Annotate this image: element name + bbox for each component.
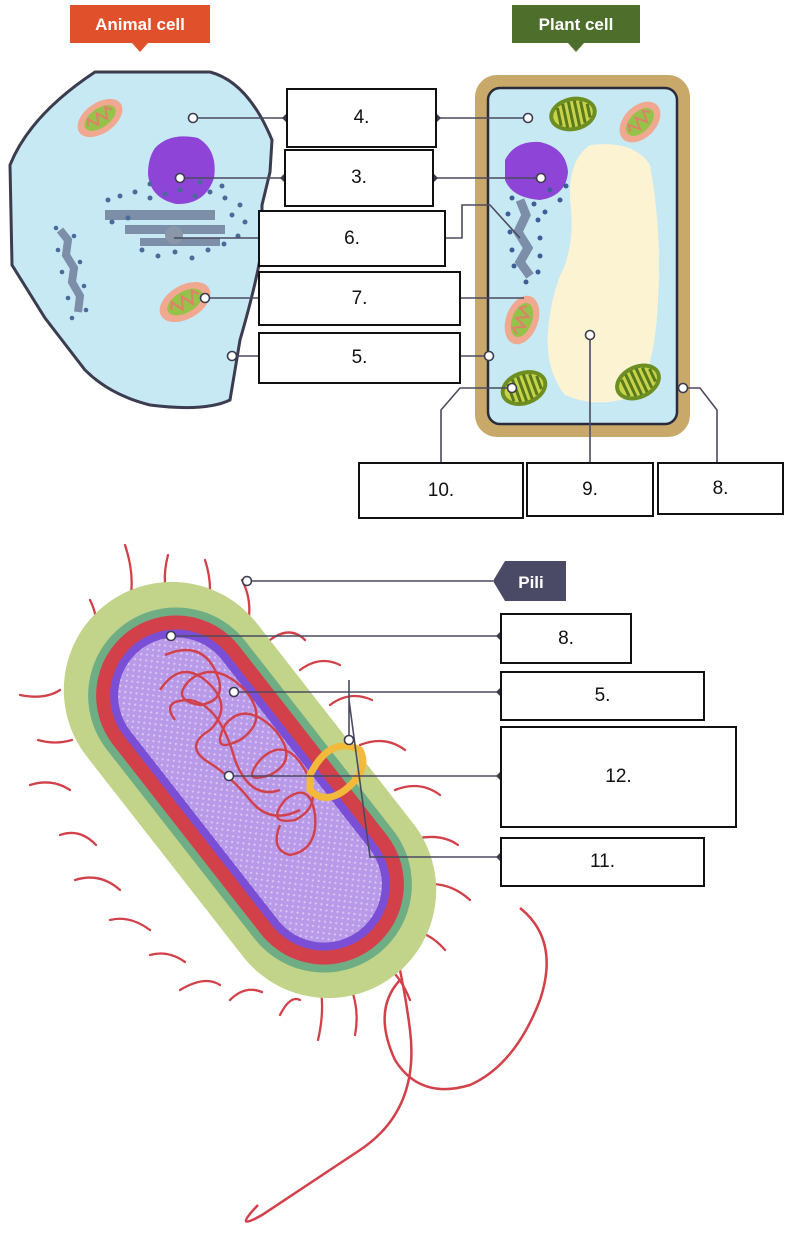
label-box-6[interactable]: 6. (258, 210, 446, 267)
bacterium-label-box-12[interactable]: 12. (500, 726, 737, 828)
plant-cell-title: Plant cell (539, 15, 614, 34)
label-10-text: 10. (428, 480, 454, 502)
label-4-text: 4. (354, 107, 370, 129)
pili-label: Pili (518, 573, 544, 592)
animal-cell-title: Animal cell (95, 15, 185, 34)
label-box-5[interactable]: 5. (258, 332, 461, 384)
animal-cell-tag: Animal cell (70, 5, 210, 52)
bacterium-label-8-text: 8. (558, 628, 574, 650)
label-box-9[interactable]: 9. (526, 462, 654, 517)
label-7-text: 7. (352, 288, 368, 310)
plant-cell-tag: Plant cell (512, 5, 640, 52)
bacterium-label-12-text: 12. (605, 766, 631, 788)
bacterium-label-5-text: 5. (595, 685, 611, 707)
animal-nucleus (148, 136, 215, 204)
label-box-4[interactable]: 4. (286, 88, 437, 148)
label-8-text: 8. (713, 478, 729, 500)
label-3-text: 3. (351, 167, 367, 189)
label-5-text: 5. (352, 347, 368, 369)
bacterium-label-box-8[interactable]: 8. (500, 613, 632, 664)
label-box-10[interactable]: 10. (358, 462, 524, 519)
bacterium-label-box-5[interactable]: 5. (500, 671, 705, 721)
animal-cell: Animal cell (10, 5, 272, 408)
label-box-8[interactable]: 8. (657, 462, 784, 515)
bacterium (20, 538, 547, 1221)
bacterium-label-11-text: 11. (590, 851, 615, 873)
label-6-text: 6. (344, 228, 360, 250)
pili-tag: Pili (493, 561, 566, 601)
label-box-3[interactable]: 3. (284, 149, 434, 207)
label-9-text: 9. (582, 479, 598, 501)
plant-cell: Plant cell (475, 5, 690, 437)
label-box-7[interactable]: 7. (258, 271, 461, 326)
bacterium-label-box-11[interactable]: 11. (500, 837, 705, 887)
